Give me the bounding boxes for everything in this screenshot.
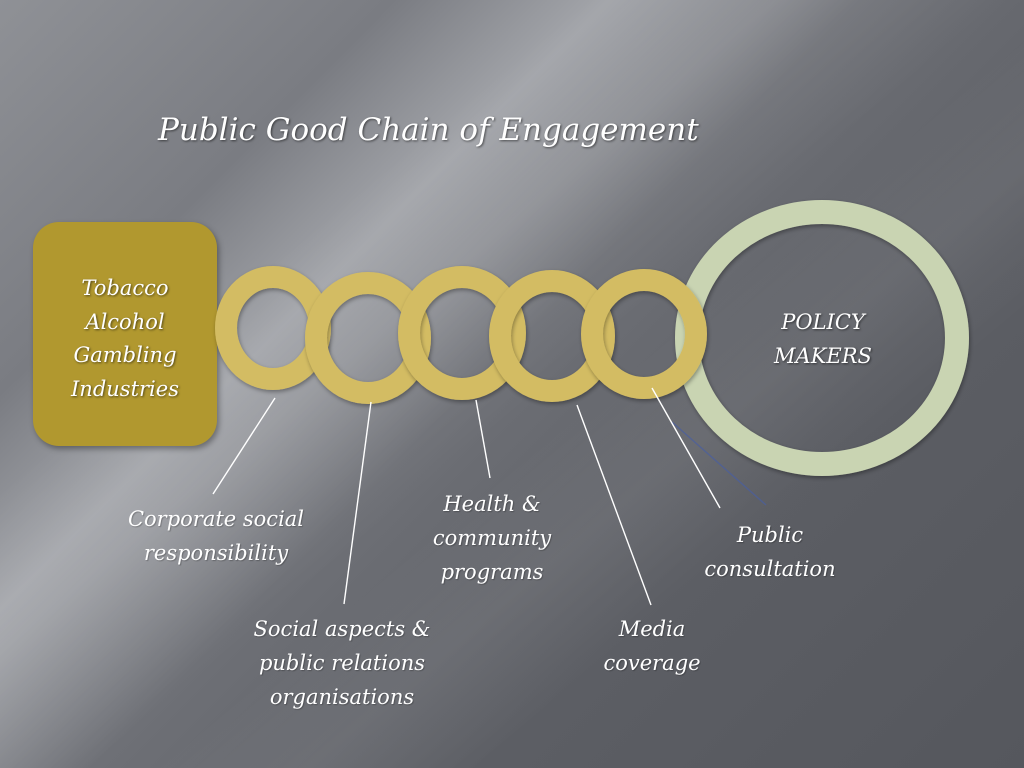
link-label-line: public relations bbox=[258, 651, 426, 675]
policy-makers-label: POLICY MAKERS bbox=[748, 305, 898, 373]
connector-line bbox=[343, 401, 372, 605]
link-label-line: Public bbox=[736, 523, 804, 547]
industries-label: Tobacco Alcohol Gambling Industries bbox=[33, 272, 217, 406]
connector-line bbox=[576, 404, 652, 606]
chain-link bbox=[489, 270, 615, 402]
link-label-health-community: Health & community programs bbox=[420, 487, 564, 589]
link-label-line: Media bbox=[618, 617, 686, 641]
accent-line bbox=[671, 421, 767, 506]
chain-link bbox=[398, 266, 526, 400]
diagram-title: Public Good Chain of Engagement bbox=[158, 112, 699, 148]
connector-line bbox=[651, 387, 721, 509]
link-label-social-aspects: Social aspects & public relations organi… bbox=[246, 612, 438, 714]
connector-line bbox=[475, 399, 491, 479]
link-label-line: responsibility bbox=[143, 541, 289, 565]
chain-link bbox=[581, 269, 707, 399]
industries-line: Alcohol bbox=[85, 309, 165, 334]
link-label-line: Corporate social bbox=[127, 507, 305, 531]
link-label-line: Social aspects & bbox=[253, 617, 431, 641]
policy-makers-line: MAKERS bbox=[774, 344, 872, 368]
connector-line bbox=[212, 397, 276, 495]
link-label-line: consultation bbox=[704, 557, 836, 581]
link-label-line: organisations bbox=[269, 685, 415, 709]
link-label-line: community bbox=[432, 526, 552, 550]
industries-line: Industries bbox=[71, 376, 179, 401]
link-label-line: programs bbox=[440, 560, 544, 584]
industries-line: Gambling bbox=[73, 343, 177, 367]
connector-lines bbox=[212, 387, 721, 606]
link-label-public-consultation: Public consultation bbox=[694, 518, 846, 586]
industries-line: Tobacco bbox=[81, 276, 169, 300]
link-label-corporate-social-responsibility: Corporate social responsibility bbox=[122, 502, 310, 570]
policy-makers-line: POLICY bbox=[781, 310, 865, 334]
link-label-line: Health & bbox=[443, 492, 541, 516]
link-label-line: coverage bbox=[603, 651, 701, 675]
chain-links bbox=[215, 266, 707, 404]
link-label-media-coverage: Media coverage bbox=[590, 612, 714, 680]
industries-box bbox=[33, 222, 217, 446]
